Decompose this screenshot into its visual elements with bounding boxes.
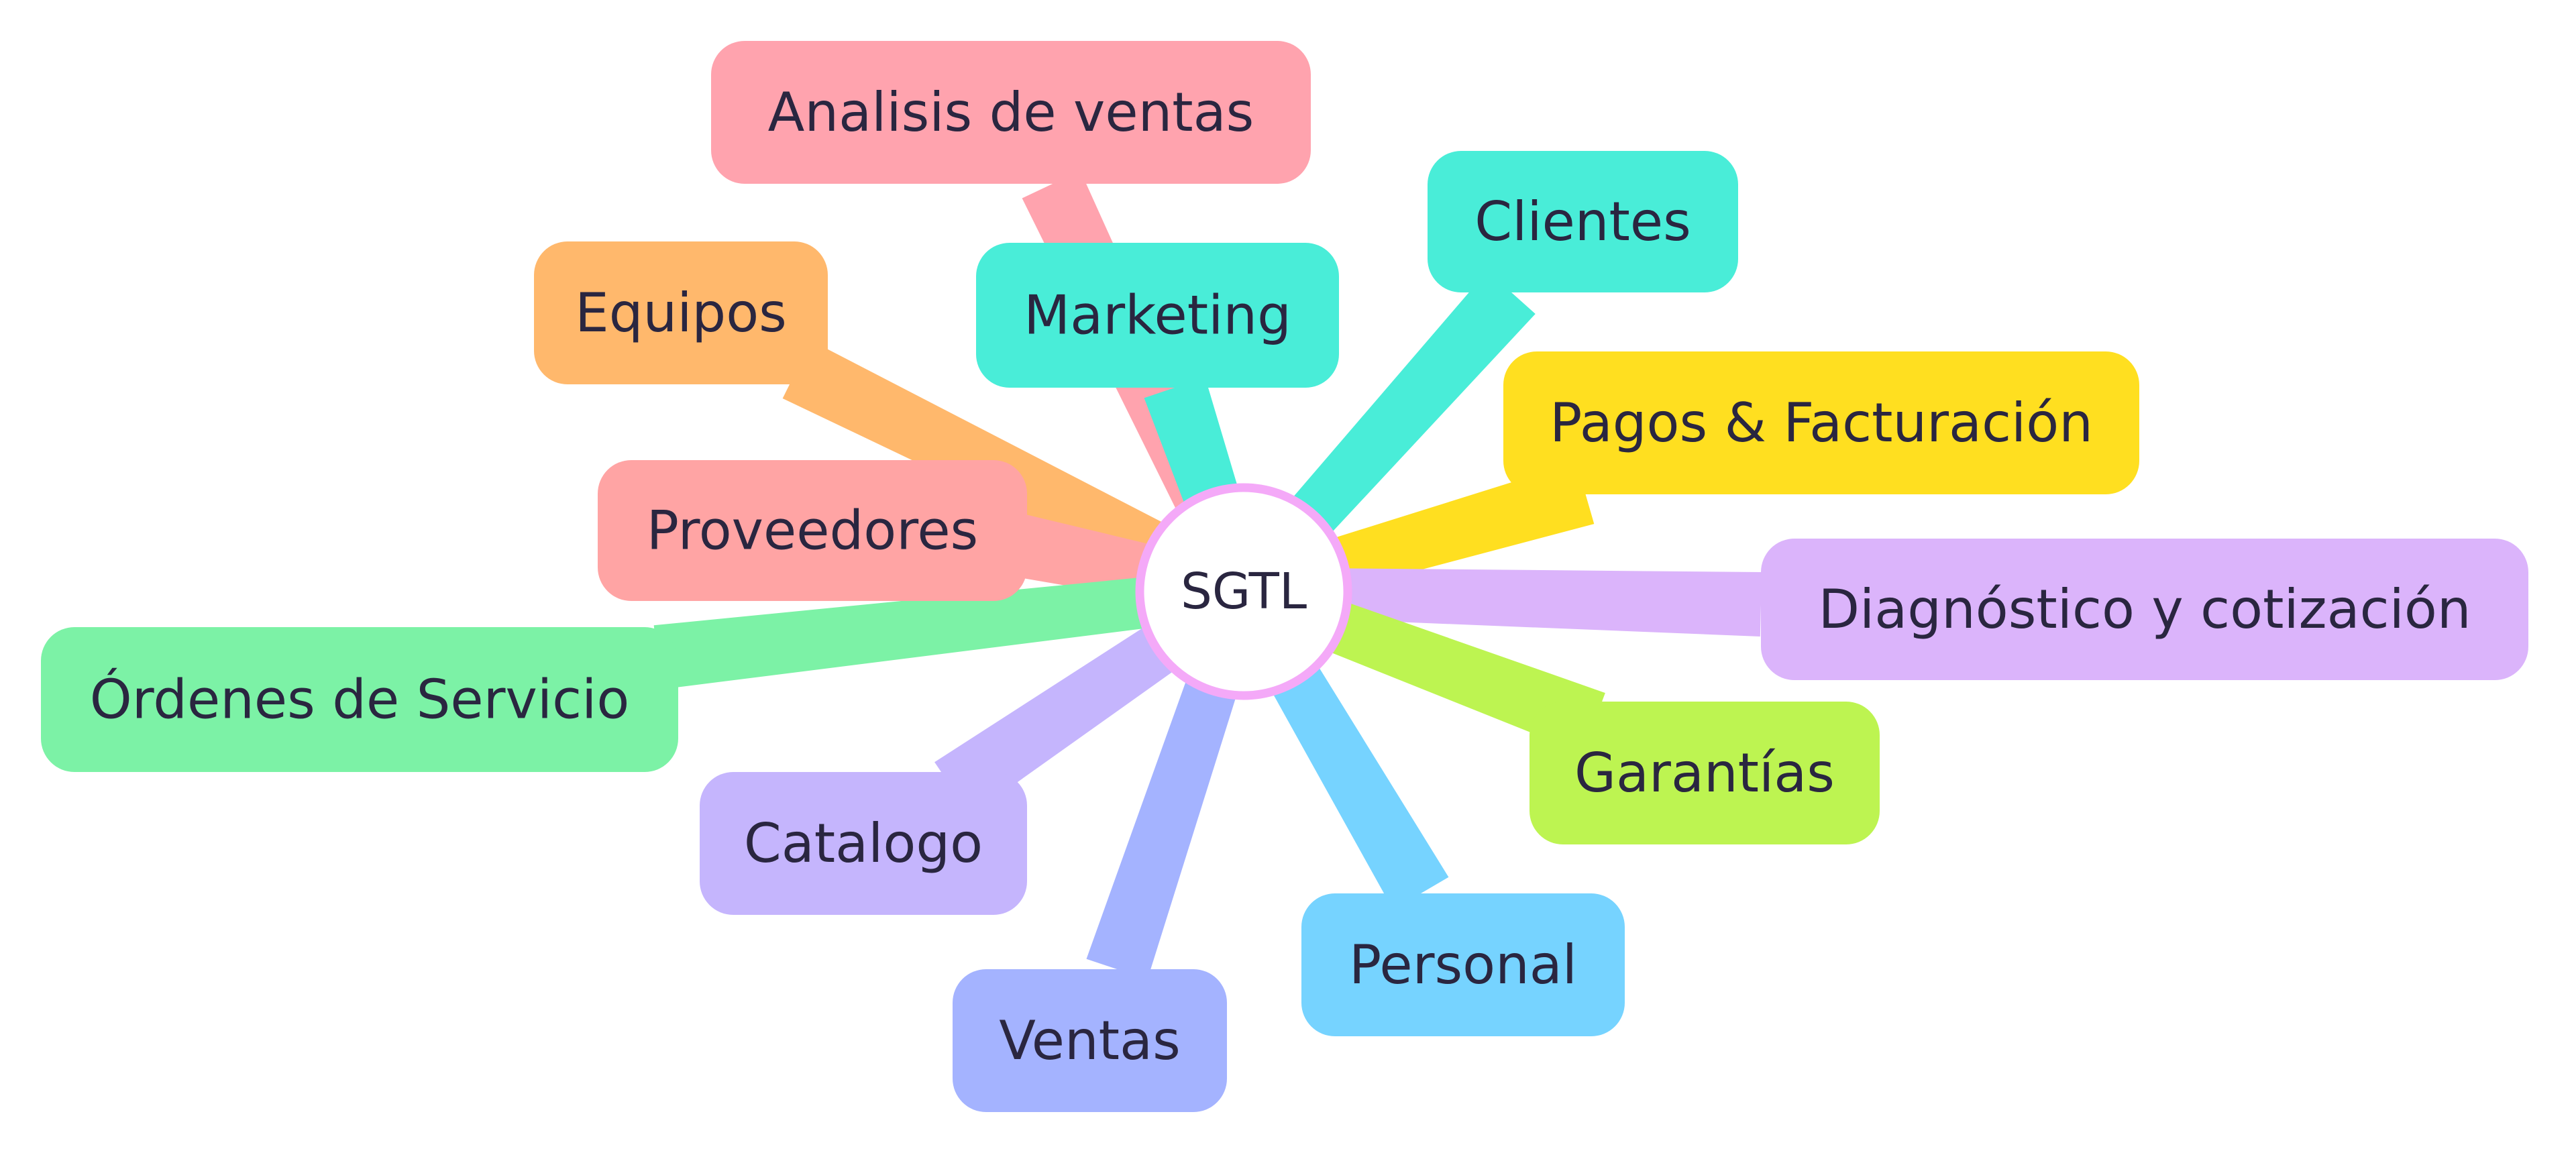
root-circle <box>1135 483 1352 700</box>
node-pagos-facturacion[interactable]: Pagos & Facturación <box>1503 351 2139 494</box>
node-label: Clientes <box>1474 190 1691 253</box>
node-box <box>700 772 1027 915</box>
node-box <box>1761 539 2528 680</box>
node-marketing[interactable]: Marketing <box>976 243 1339 388</box>
node-box <box>1503 351 2139 494</box>
node-analisis-de-ventas[interactable]: Analisis de ventas <box>711 41 1311 184</box>
node-box <box>598 460 1027 601</box>
root-label: SGTL <box>1181 563 1307 620</box>
node-proveedores[interactable]: Proveedores <box>598 460 1027 601</box>
node-box <box>41 627 678 772</box>
node-diagnostico-y-cotizacion[interactable]: Diagnóstico y cotización <box>1761 539 2528 680</box>
node-label: Proveedores <box>647 500 978 562</box>
node-label: Órdenes de Servicio <box>90 668 630 731</box>
node-catalogo[interactable]: Catalogo <box>700 772 1027 915</box>
node-label: Garantías <box>1574 742 1835 804</box>
node-box <box>953 969 1227 1112</box>
node-box <box>976 243 1339 388</box>
node-ventas[interactable]: Ventas <box>953 969 1227 1112</box>
node-label: Marketing <box>1024 284 1291 347</box>
node-ordenes-de-servicio[interactable]: Órdenes de Servicio <box>41 627 678 772</box>
node-garantias[interactable]: Garantías <box>1529 702 1880 844</box>
node-label: Analisis de ventas <box>768 81 1254 144</box>
root-node[interactable]: SGTL <box>1135 483 1352 700</box>
edge <box>653 567 1247 690</box>
node-box <box>1301 893 1625 1036</box>
node-box <box>1428 151 1738 292</box>
node-clientes[interactable]: Clientes <box>1428 151 1738 292</box>
node-label: Personal <box>1349 934 1577 996</box>
node-box <box>711 41 1311 184</box>
node-label: Diagnóstico y cotización <box>1818 578 2471 641</box>
node-box <box>1529 702 1880 844</box>
node-box <box>534 241 828 384</box>
node-label: Catalogo <box>744 812 983 875</box>
node-equipos[interactable]: Equipos <box>534 241 828 384</box>
node-label: Equipos <box>575 282 787 344</box>
node-personal[interactable]: Personal <box>1301 893 1625 1036</box>
node-label: Ventas <box>999 1009 1181 1072</box>
node-label: Pagos & Facturación <box>1550 392 2093 454</box>
